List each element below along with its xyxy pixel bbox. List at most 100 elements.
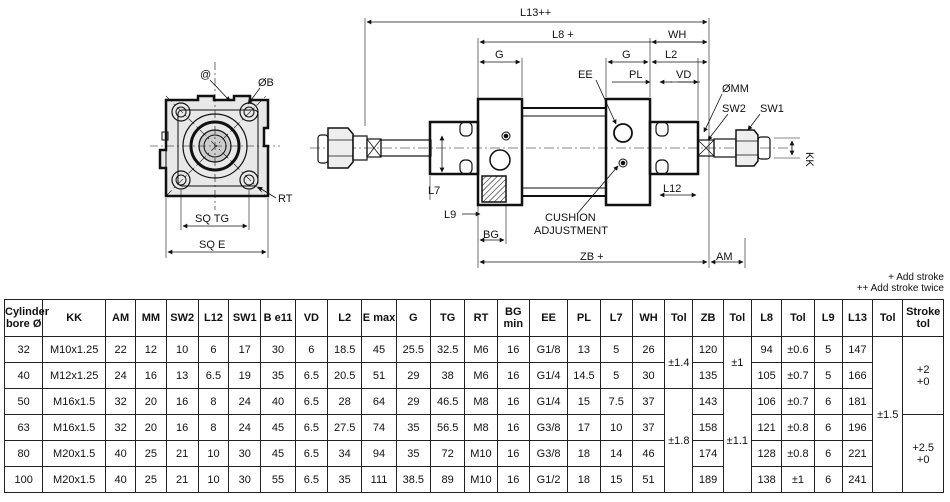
table-cell: 6 — [294, 336, 329, 363]
table-cell: 30 — [228, 440, 262, 467]
table-cell: 29 — [395, 388, 432, 415]
label-l2: L2 — [665, 49, 677, 61]
front-view — [150, 62, 280, 258]
table-cell: 100 — [3, 466, 44, 493]
table-cell: 16 — [165, 414, 199, 441]
label-sw1: SW1 — [760, 103, 784, 115]
label-ee: EE — [578, 69, 593, 81]
table-cell: 29 — [395, 362, 432, 389]
stroke-tol-cell: +2+0 — [902, 336, 944, 415]
label-g-left: G — [495, 49, 504, 61]
header-cell: SW2 — [165, 299, 199, 337]
table-cell: M10 — [464, 466, 498, 493]
side-view — [310, 18, 800, 268]
table-cell: 105 — [750, 362, 783, 389]
table-cell: 32 — [104, 388, 137, 415]
cylinder-technical-drawing: @ ØB RT SQ TG SQ E — [150, 7, 815, 268]
table-cell: 14.5 — [567, 362, 601, 389]
table-cell: 37 — [631, 414, 666, 441]
table-cell: 16 — [496, 414, 530, 441]
table-cell: ±0.6 — [781, 336, 815, 363]
table-cell: 38.5 — [395, 466, 432, 493]
table-cell: 21 — [165, 466, 199, 493]
label-vd: VD — [676, 69, 691, 81]
label-l12: L12 — [663, 183, 681, 195]
table-cell: 128 — [750, 440, 783, 467]
table-cell: 17 — [228, 336, 262, 363]
header-cell: PL — [567, 299, 601, 337]
table-cell: 51 — [361, 362, 397, 389]
header-cell: TG — [429, 299, 466, 337]
table-cell: 158 — [692, 414, 724, 441]
table-cell: 35 — [395, 440, 432, 467]
label-l9: L9 — [444, 209, 456, 221]
table-cell: 26 — [631, 336, 666, 363]
table-cell: 24 — [104, 362, 137, 389]
table-cell: 24 — [228, 388, 262, 415]
table-cell: 147 — [841, 336, 874, 363]
table-cell: 6 — [813, 414, 843, 441]
table-cell: 25 — [135, 440, 167, 467]
table-cell: 28 — [327, 388, 363, 415]
table-cell: M6 — [464, 362, 498, 389]
table-cell: 13 — [165, 362, 199, 389]
header-cell: G — [395, 299, 432, 337]
table-cell: 80 — [3, 440, 44, 467]
stroke-tol-value: +0 — [916, 375, 930, 388]
table-cell: M16x1.5 — [42, 414, 106, 441]
table-cell: 32.5 — [429, 336, 466, 363]
table-cell: 143 — [692, 388, 724, 415]
label-adjustment: ADJUSTMENT — [534, 225, 608, 237]
label-l8: L8 + — [552, 29, 574, 41]
table-cell: 32 — [3, 336, 44, 363]
table-cell: 189 — [692, 466, 724, 493]
table-cell: G1/4 — [528, 388, 569, 415]
table-cell: G1/8 — [528, 336, 569, 363]
header-cell: BG min — [496, 299, 530, 337]
table-cell: M8 — [464, 388, 498, 415]
table-cell: 20 — [135, 414, 167, 441]
table-cell: 15 — [567, 388, 601, 415]
header-cell: L8 — [750, 299, 783, 337]
table-cell: G1/2 — [528, 466, 569, 493]
header-cell: VD — [294, 299, 329, 337]
table-cell: 196 — [841, 414, 874, 441]
label-pl: PL — [629, 69, 642, 81]
table-cell: 45 — [361, 336, 397, 363]
table-cell: 35 — [327, 466, 363, 493]
table-cell: G3/8 — [528, 414, 569, 441]
header-cell: B e11 — [260, 299, 296, 337]
table-cell: ±1.5 — [872, 336, 904, 493]
header-cell: Tol — [872, 299, 904, 337]
table-cell: 174 — [692, 440, 724, 467]
table-cell: 135 — [692, 362, 724, 389]
table-cell: 18.5 — [327, 336, 363, 363]
label-sw2: SW2 — [722, 103, 746, 115]
table-cell: M6 — [464, 336, 498, 363]
table-cell: 74 — [361, 414, 397, 441]
table-cell: 12 — [135, 336, 167, 363]
header-cell: Stroke tol — [902, 299, 944, 337]
table-cell: 22 — [104, 336, 137, 363]
table-cell: 51 — [631, 466, 666, 493]
table-cell: ±1.4 — [664, 336, 694, 389]
table-cell: M10 — [464, 440, 498, 467]
table-cell: 16 — [496, 388, 530, 415]
table-cell: 37 — [631, 388, 666, 415]
table-cell: 89 — [429, 466, 466, 493]
table-cell: ±0.7 — [781, 362, 815, 389]
header-cell: MM — [135, 299, 167, 337]
table-cell: 6.5 — [294, 362, 329, 389]
note-add-stroke-twice: ++ Add stroke twice — [856, 283, 944, 294]
header-cell: L2 — [327, 299, 363, 337]
table-cell: ±1 — [781, 466, 815, 493]
table-cell: 20.5 — [327, 362, 363, 389]
table-cell: 106 — [750, 388, 783, 415]
table-cell: 56.5 — [429, 414, 466, 441]
label-at: @ — [200, 69, 211, 81]
stroke-tol-value: +2.5 — [912, 441, 935, 454]
table-cell: 6.5 — [294, 388, 329, 415]
